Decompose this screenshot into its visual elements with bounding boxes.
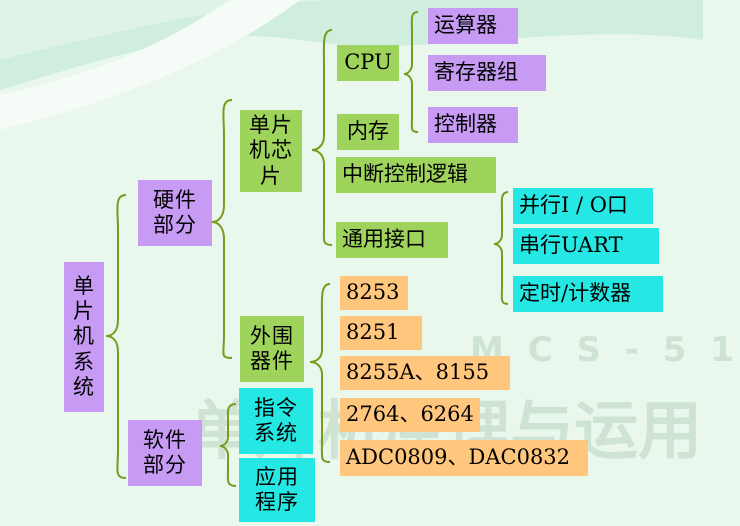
node-io-interface: 通用接口 — [336, 222, 448, 258]
node-memory: 内存 — [337, 114, 399, 150]
bracket-hardware — [211, 99, 233, 359]
bracket-io — [493, 191, 509, 305]
node-hardware: 硬件 部分 — [138, 180, 212, 246]
node-interrupt-logic: 中断控制逻辑 — [336, 157, 496, 193]
bracket-software — [219, 403, 237, 487]
node-alu: 运算器 — [428, 8, 518, 44]
node-registers: 寄存器组 — [428, 55, 546, 91]
bracket-chip — [311, 29, 333, 246]
node-mcu-system: 单 片 机 系 统 — [64, 262, 104, 412]
node-application: 应用 程序 — [239, 458, 315, 522]
node-peripheral: 外围 器件 — [240, 316, 304, 382]
node-8251: 8251 — [340, 316, 422, 350]
bracket-cpu — [403, 11, 419, 133]
node-8255a-8155: 8255A、8155 — [340, 356, 510, 390]
tree-brackets — [105, 11, 509, 487]
node-parallel-io: 并行I / O口 — [513, 188, 653, 224]
watermark-course-code: M C S - 5 1 — [470, 330, 740, 370]
node-software: 软件 部分 — [128, 420, 202, 486]
bracket-root — [105, 194, 127, 479]
node-serial-uart: 串行UART — [513, 228, 659, 264]
bracket-peripheral — [309, 283, 331, 463]
node-cpu: CPU — [337, 45, 399, 81]
node-timer-counter: 定时/计数器 — [513, 276, 663, 312]
node-instruction-set: 指令 系统 — [239, 388, 313, 454]
node-8253: 8253 — [340, 276, 408, 310]
node-controller: 控制器 — [428, 107, 518, 143]
node-chip: 单片 机芯 片 — [240, 110, 302, 192]
node-2764-6264: 2764、6264 — [340, 398, 480, 432]
node-adc0809-dac0832: ADC0809、DAC0832 — [340, 440, 588, 476]
